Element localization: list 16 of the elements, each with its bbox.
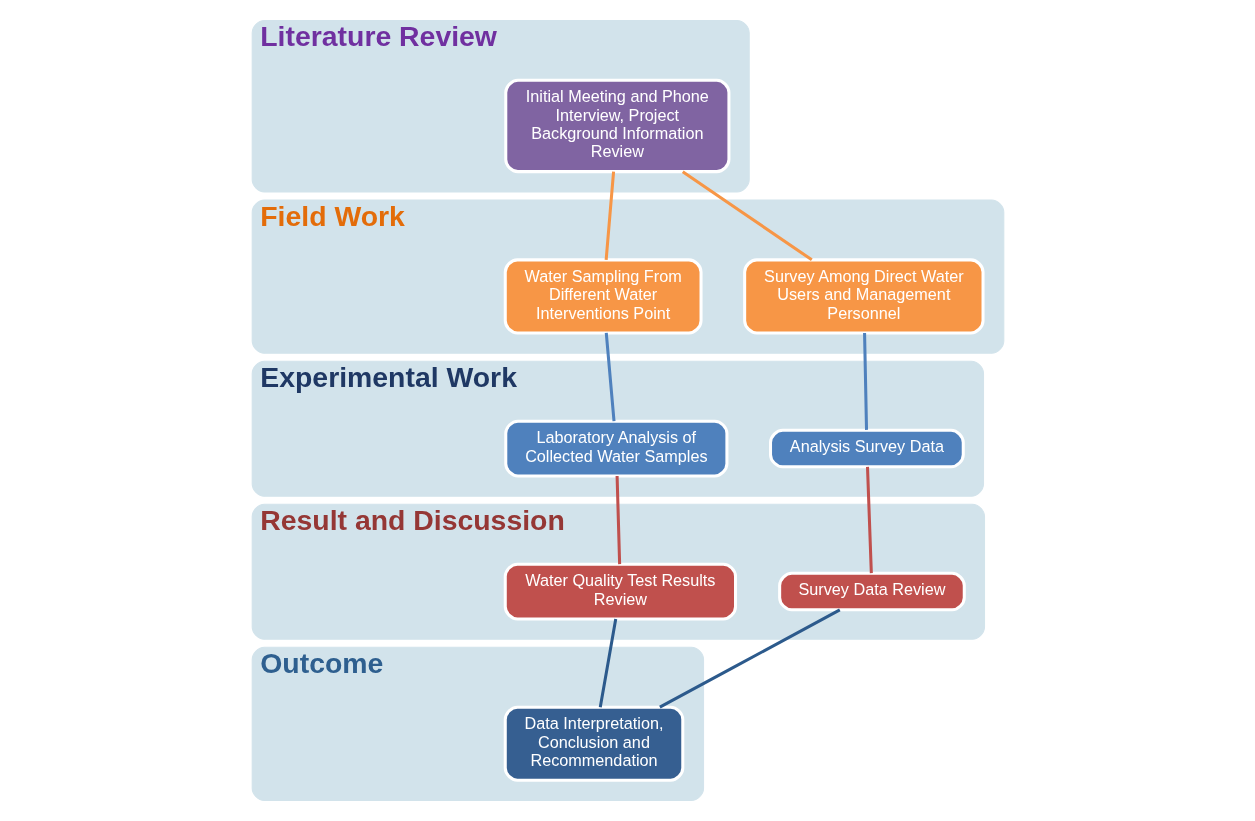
connector [658,608,841,709]
connector [615,476,621,565]
node-box: Survey Among Direct Water Users and Management Personnel [742,258,985,335]
node-box: Data Interpretation, Conclusion and Recommendation [503,705,684,782]
node-box: Water Quality Test Results Review [503,562,737,621]
connector [865,466,873,574]
connector [681,170,813,262]
connector [604,332,616,422]
node-box: Survey Data Review [777,571,966,612]
connector [604,171,615,260]
connector [598,618,617,708]
node-box: Water Sampling From Different Water Interventions Point [503,258,703,335]
node-box: Laboratory Analysis of Collected Water Samples [503,419,728,478]
node-box: Analysis Survey Data [768,428,965,469]
node-box: Initial Meeting and Phone Interview, Project Background Information Review [503,78,730,174]
connector [862,332,868,430]
